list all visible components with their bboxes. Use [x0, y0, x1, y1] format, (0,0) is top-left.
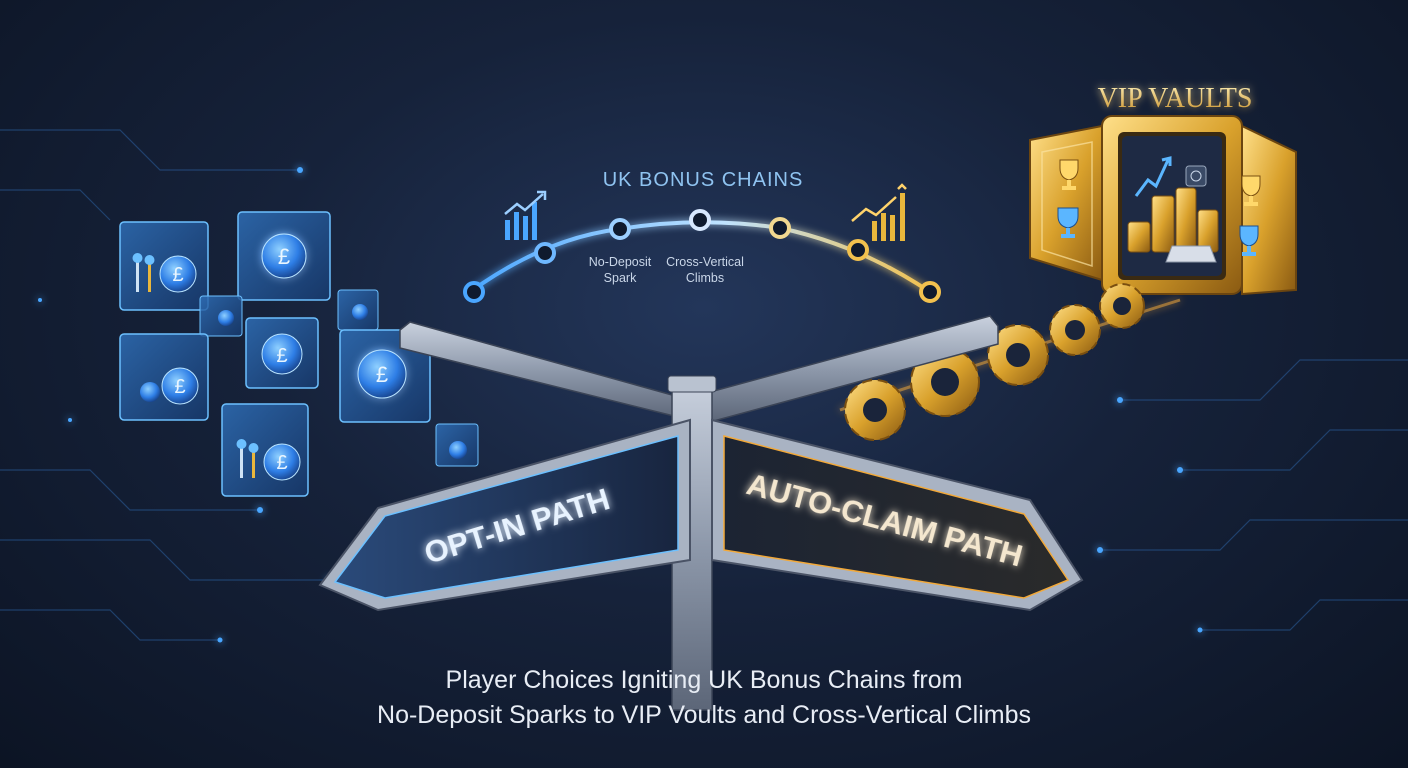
vip-vault: VIP VAULTS	[1029, 83, 1297, 296]
gear-path	[839, 283, 1181, 441]
cube-5: £	[119, 333, 209, 421]
coin-stacks	[1127, 187, 1219, 253]
trophy-icon	[1059, 159, 1079, 190]
cube-1: £	[119, 221, 209, 311]
gear-icon	[987, 324, 1049, 386]
bonus-chain: UK BONUS CHAINS No-Deposit Spark Cross-V…	[463, 169, 941, 303]
trend-up-icon	[1134, 156, 1172, 197]
cube-6	[337, 289, 379, 331]
chain-label-right-1: Cross-Vertical	[666, 255, 744, 269]
trophy-icon	[1057, 207, 1079, 238]
sign-auto-claim: AUTO-CLAIM PATH	[711, 418, 1084, 612]
pound-icon: £	[278, 244, 290, 269]
chain-label-left-1: No-Deposit	[589, 255, 652, 269]
pound-icon: £	[276, 452, 287, 474]
vault-title: VIP VAULTS	[1098, 83, 1253, 114]
sign-opt-in: OPT-IN PATH	[318, 418, 691, 612]
chain-label-left-2: Spark	[604, 271, 637, 285]
circuit-lines	[0, 129, 1408, 641]
chain-title: UK BONUS CHAINS	[603, 169, 804, 191]
chain-nodes	[463, 209, 941, 303]
cube-3	[199, 295, 243, 337]
pound-icon: £	[172, 264, 183, 286]
chain-label-right-2: Climbs	[686, 271, 724, 285]
gear-icon	[910, 347, 980, 417]
cube-2: £	[237, 211, 331, 301]
trophy-icon	[1241, 175, 1261, 206]
cube-8: £	[221, 403, 309, 497]
gear-icon	[1049, 304, 1101, 356]
pound-icon: £	[174, 376, 185, 398]
silver-bars	[1165, 245, 1217, 263]
caption-line-2: No-Deposit Sparks to VIP Voults and Cros…	[377, 701, 1031, 729]
gear-icon	[1099, 283, 1145, 329]
safe-dial-icon	[1185, 165, 1207, 187]
cube-4: £	[245, 317, 319, 389]
pound-icon: £	[376, 362, 388, 387]
pound-icon: £	[276, 345, 287, 367]
caption-line-1: Player Choices Igniting UK Bonus Chains …	[446, 666, 963, 694]
trend-up-icon	[504, 190, 547, 240]
trend-up-icon	[851, 183, 907, 241]
trophy-icon	[1239, 225, 1259, 256]
cube-7: £	[339, 329, 431, 423]
gear-icon	[844, 379, 906, 441]
signpost: OPT-IN PATH AUTO-CLAIM PATH	[318, 315, 1084, 711]
bonus-cubes: £ £ £ £ £	[119, 211, 479, 497]
cube-9	[435, 423, 479, 467]
